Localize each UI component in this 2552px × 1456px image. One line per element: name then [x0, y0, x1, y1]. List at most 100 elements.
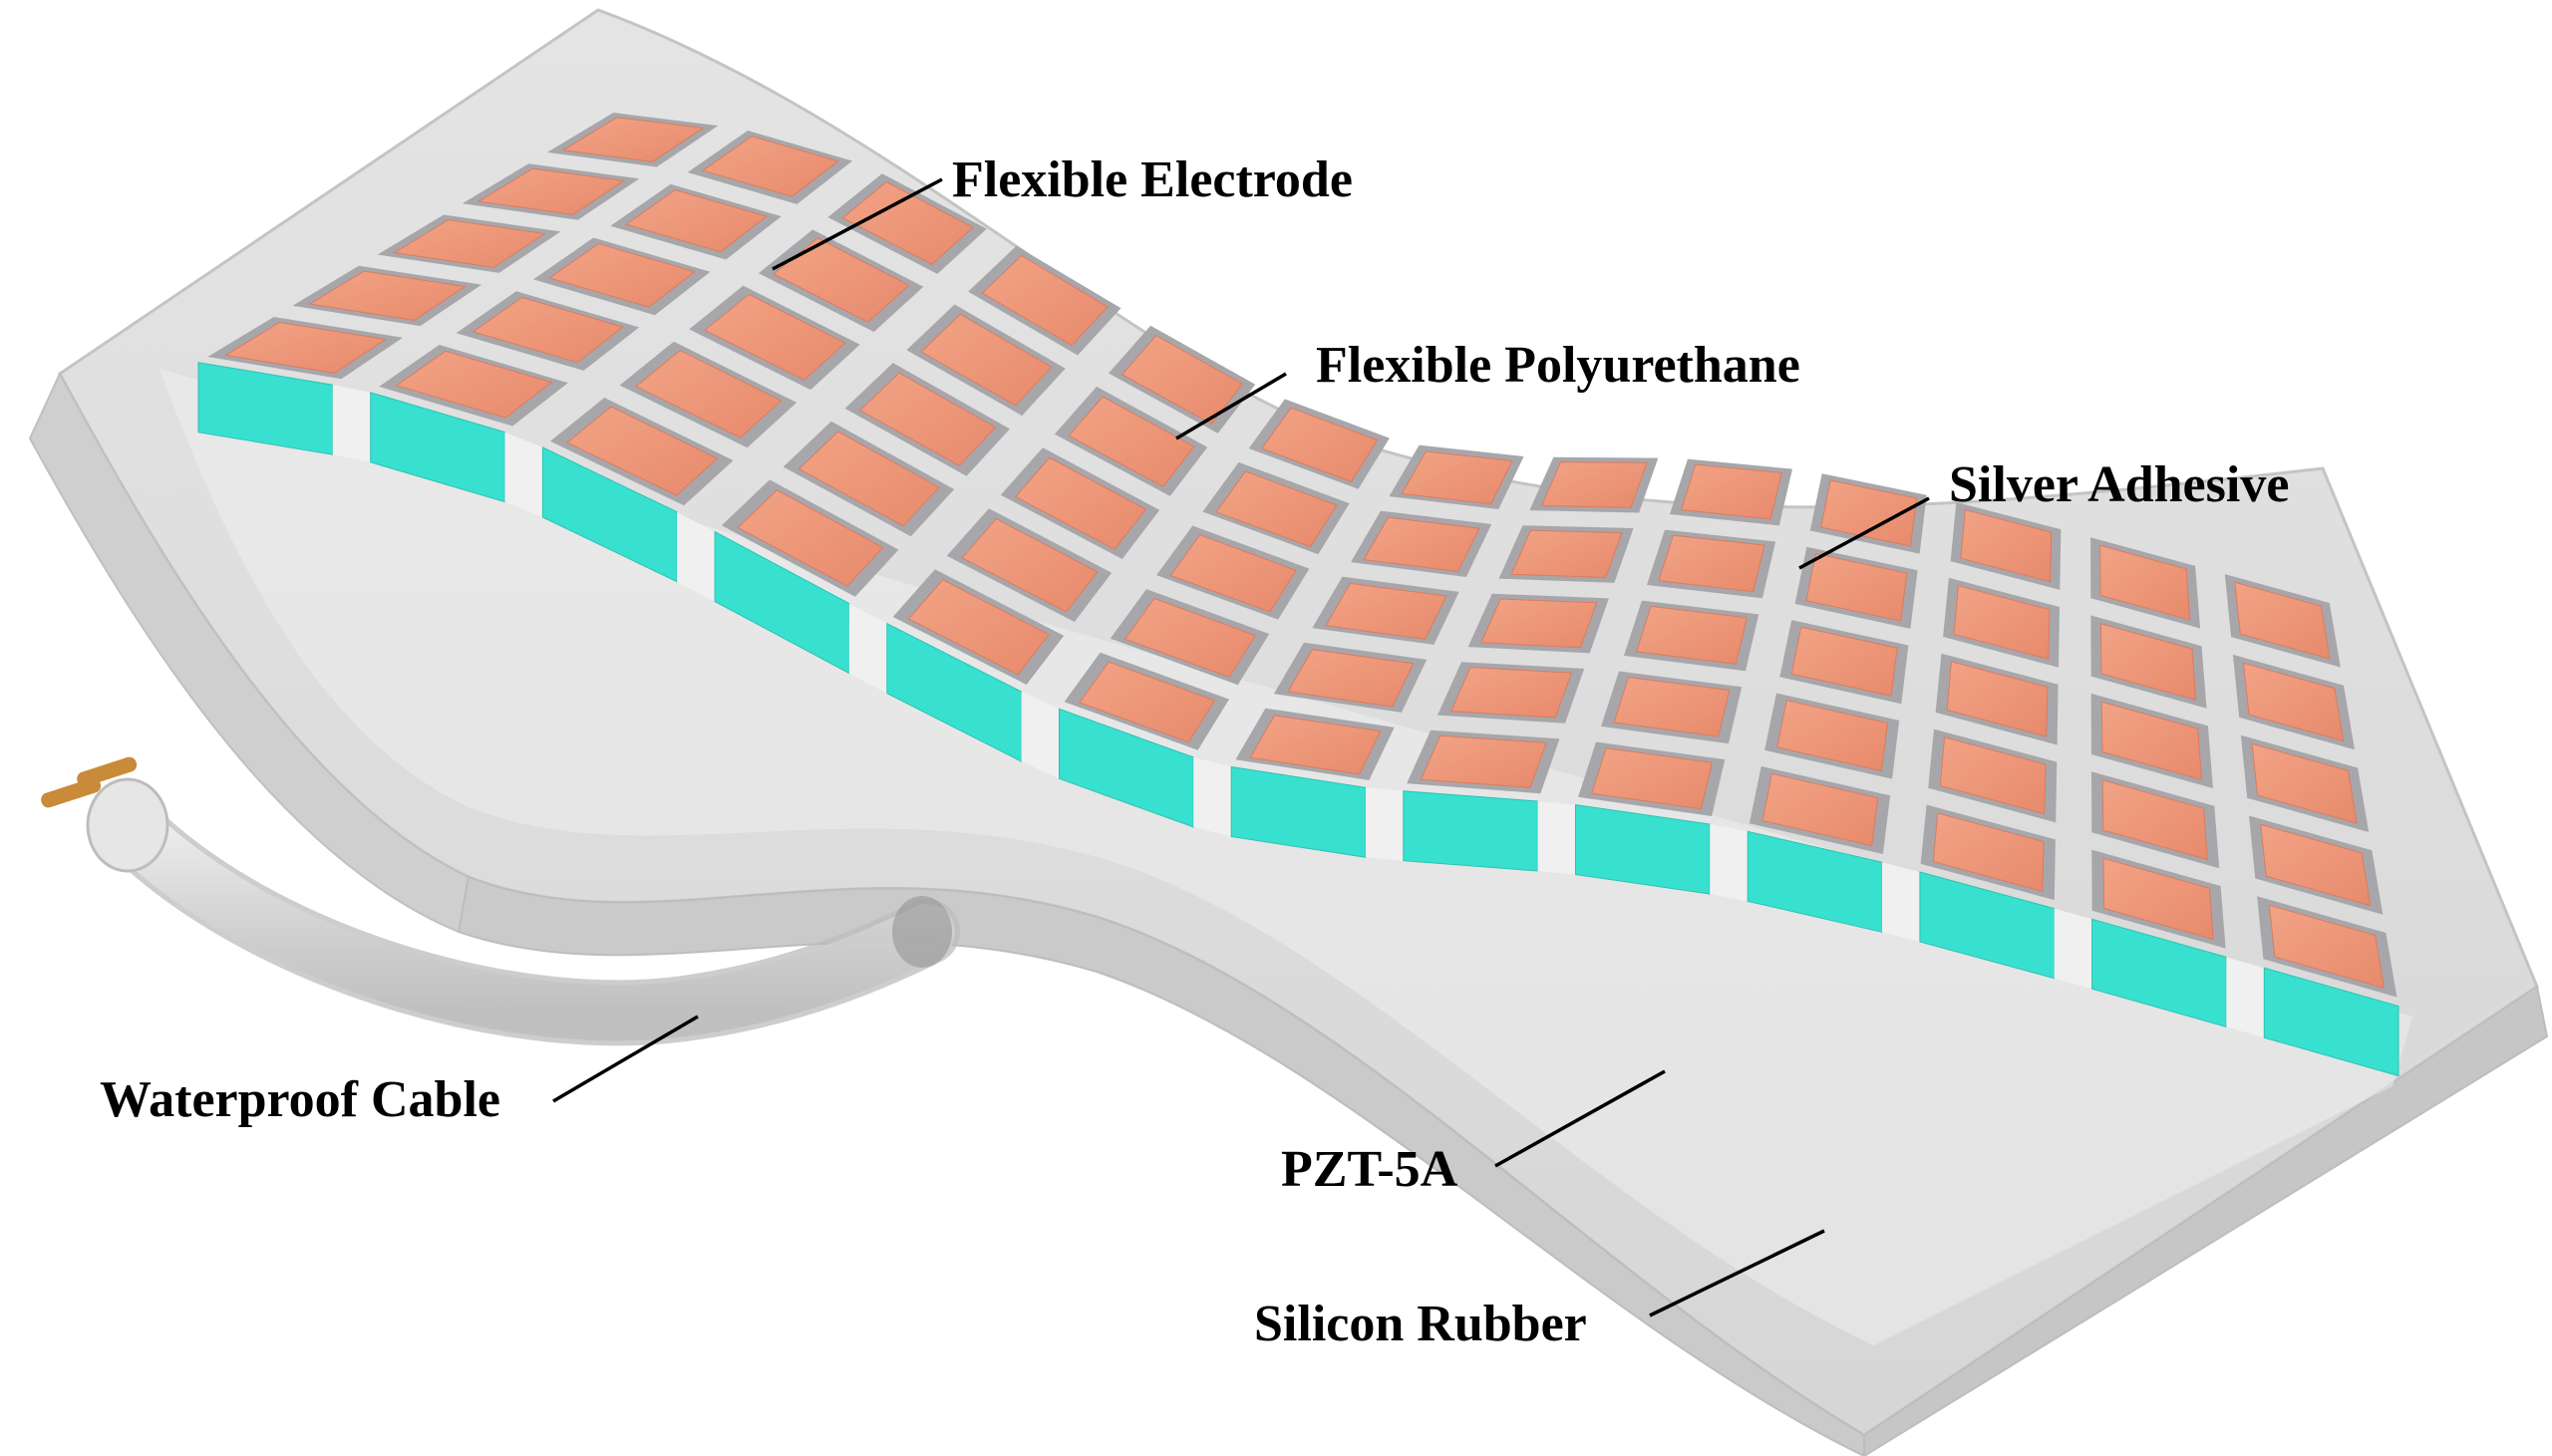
- waterproof-cable: [41, 756, 960, 1046]
- polyurethane-sheet-right-edge: [1863, 985, 2549, 1456]
- flexible-electrode-pad: [308, 270, 467, 321]
- flexible-electrode-pad: [624, 189, 768, 253]
- flexible-electrode-pad: [2102, 857, 2214, 941]
- flexible-electrode-pad: [548, 242, 696, 308]
- silicon-rubber-gap: [1021, 692, 1060, 779]
- flexible-electrode-pad: [1960, 508, 2053, 583]
- silicon-rubber-gap: [504, 432, 543, 517]
- silicon-rubber-gap: [2226, 957, 2265, 1038]
- flexible-electrode-pad: [1790, 626, 1898, 697]
- silicon-rubber-gap: [1537, 801, 1576, 875]
- flexible-electrode-pad: [1658, 534, 1765, 593]
- flexible-electrode-pad: [1079, 661, 1216, 743]
- flexible-electrode-pad: [223, 321, 388, 374]
- flexible-electrode-pad: [1068, 396, 1195, 487]
- flexible-electrode-pad: [472, 296, 625, 364]
- flexible-electrode-pad: [704, 293, 846, 381]
- label-waterproof-cable: Waterproof Cable: [100, 1071, 500, 1128]
- flexible-electrode-pad: [1287, 649, 1415, 708]
- flexible-electrode-pad: [1946, 661, 2049, 737]
- flexible-electrode-pad: [1820, 479, 1918, 547]
- leader-line-flexible-electrode: [772, 177, 943, 271]
- leader-line-waterproof-cable: [552, 1015, 699, 1103]
- flexible-electrode-pad: [858, 372, 997, 466]
- flexible-electrode-pad: [477, 167, 626, 215]
- flexible-electrode-pad: [773, 237, 910, 323]
- flexible-electrode-pad: [1363, 516, 1480, 573]
- flexible-electrode-pad: [1805, 553, 1908, 622]
- silicon-rubber-gap: [1365, 787, 1404, 861]
- label-silver-adhesive: Silver Adhesive: [1949, 456, 2289, 513]
- label-flexible-electrode: Flexible Electrode: [952, 151, 1353, 208]
- flexible-electrode-pad: [798, 431, 940, 527]
- leader-lines: [552, 177, 1930, 1317]
- cable-entry-shadow: [892, 896, 952, 968]
- flexible-electrode-pad: [1169, 534, 1297, 613]
- flexible-electrode-pad: [2242, 662, 2345, 742]
- flexible-electrode-pad: [1014, 456, 1147, 550]
- flexible-electrode-pad: [737, 489, 884, 587]
- flexible-electrode-pad: [2251, 742, 2358, 824]
- flexible-electrode-pad: [1591, 747, 1714, 810]
- silicon-rubber-gap: [332, 385, 371, 462]
- cable-highlight: [102, 799, 955, 1041]
- flexible-electrode-pad: [1249, 715, 1382, 775]
- flexible-electrode-pad: [561, 117, 705, 162]
- flexible-electrode-pad: [1776, 700, 1889, 772]
- flexible-electrode-pad: [1325, 582, 1447, 640]
- flexible-electrode-pad: [981, 254, 1109, 347]
- flexible-electrode-pad: [961, 517, 1099, 613]
- leader-line-pzt-5a: [1494, 1069, 1666, 1168]
- flexible-electrode-pad: [1761, 772, 1879, 847]
- silicon-rubber-gap: [1710, 824, 1749, 902]
- flexible-electrode-pad: [1449, 667, 1573, 719]
- pzt-side-block: [2263, 967, 2399, 1077]
- silicon-rubber-gap: [2054, 908, 2092, 990]
- flexible-electrode-pad: [2268, 904, 2386, 989]
- flexible-electrode-pad: [1261, 407, 1379, 483]
- flexible-electrode-pad: [1635, 605, 1749, 665]
- flexible-electrode-pad: [907, 579, 1050, 676]
- leader-line-silicon-rubber: [1649, 1229, 1825, 1317]
- flexible-electrode-pad: [565, 406, 719, 496]
- flexible-electrode-pad: [2101, 779, 2208, 861]
- leader-line-flexible-polyurethane: [1175, 372, 1287, 440]
- flexible-electrode-pad: [1123, 597, 1257, 679]
- flexible-electrode-pad: [1680, 463, 1782, 520]
- label-silicon-rubber: Silicon Rubber: [1254, 1296, 1587, 1352]
- flexible-electrode-pad: [701, 136, 839, 197]
- flexible-electrode-pad: [1540, 461, 1648, 508]
- flexible-electrode-pad: [1613, 676, 1731, 737]
- electrode-array: [207, 113, 2397, 998]
- flexible-electrode-pad: [841, 180, 974, 265]
- flexible-electrode-pad: [920, 313, 1053, 407]
- flexible-electrode-pad: [635, 350, 783, 438]
- silicon-rubber-gap: [1193, 756, 1232, 837]
- flexible-electrode-pad: [1401, 450, 1513, 505]
- flexible-electrode-pad: [2099, 544, 2191, 621]
- silicon-rubber-gap: [1881, 862, 1920, 942]
- flexible-electrode-pad: [1215, 470, 1338, 548]
- cable-end-cap: [86, 777, 169, 873]
- label-flexible-polyurethane: Flexible Polyurethane: [1316, 337, 1800, 394]
- connector-pin-2: [77, 756, 138, 787]
- pzt-side-block: [1403, 790, 1538, 872]
- silicon-rubber-gap: [848, 603, 887, 694]
- silicon-rubber-base: [160, 369, 2412, 1345]
- flexible-electrode-pad: [2234, 581, 2331, 660]
- flexible-electrode-pad: [1932, 812, 2045, 892]
- flexible-electrode-pad: [1480, 598, 1598, 649]
- flexible-electrode-pad: [2100, 701, 2203, 780]
- leader-line-silver-adhesive: [1798, 496, 1930, 570]
- flexible-electrode-pad: [2099, 623, 2197, 701]
- label-pzt-5a: PZT-5A: [1281, 1141, 1458, 1198]
- flexible-electrode-pad: [393, 219, 546, 268]
- silicon-rubber-gap: [677, 511, 716, 602]
- flexible-electrode-pad: [395, 350, 553, 419]
- flexible-electrode-pad: [1420, 734, 1547, 788]
- flexible-electrode-pad: [2260, 823, 2372, 907]
- pzt-5a-side-blocks: [197, 362, 2399, 1077]
- flexible-electrode-pad: [1939, 736, 2047, 815]
- flexible-electrode-pad: [1510, 529, 1623, 579]
